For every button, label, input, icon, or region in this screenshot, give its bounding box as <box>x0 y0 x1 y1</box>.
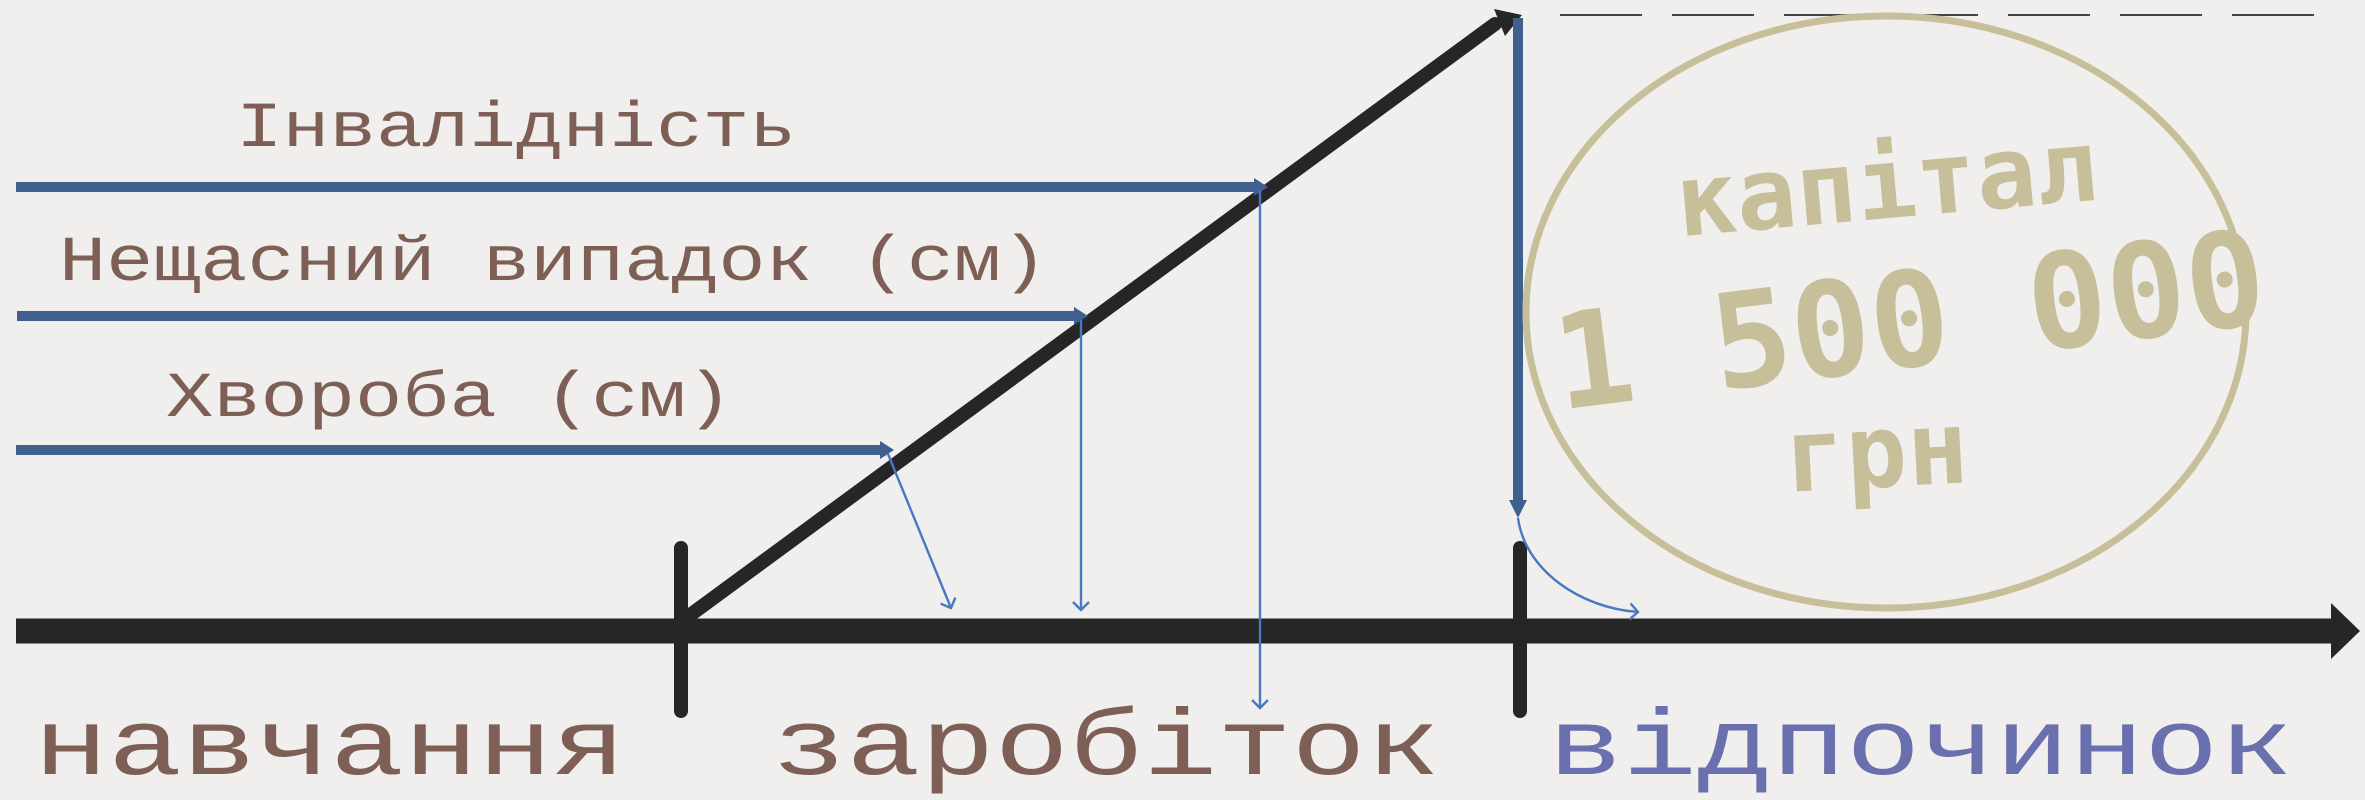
earning-phase-label: заробіток <box>772 697 1440 800</box>
accident-label: Нещасний випадок (см) <box>59 228 1048 300</box>
illness-label: Хвороба (см) <box>166 364 733 436</box>
accident-arrow <box>17 307 1088 325</box>
study-phase-label: навчання <box>34 697 626 800</box>
illness-arrow <box>16 441 894 459</box>
timeline-arrow-icon <box>16 603 2360 659</box>
disability-arrow <box>16 178 1268 196</box>
disability-label: Інвалідність <box>236 94 796 166</box>
capital-stamp: капітал 1 500 000 грн <box>1522 12 2274 612</box>
payout-arrows <box>886 190 1269 710</box>
illness-payout-arrow <box>886 453 957 610</box>
growth-diagonal-arrow-icon <box>675 9 1522 628</box>
capital-payout-curve <box>1516 517 1640 621</box>
stamp-currency-label: грн <box>1781 388 1971 516</box>
capital-vertical-arrow <box>1509 18 1527 518</box>
rest-phase-label: відпочинок <box>1548 697 2293 800</box>
phase-dividers <box>674 541 1527 718</box>
